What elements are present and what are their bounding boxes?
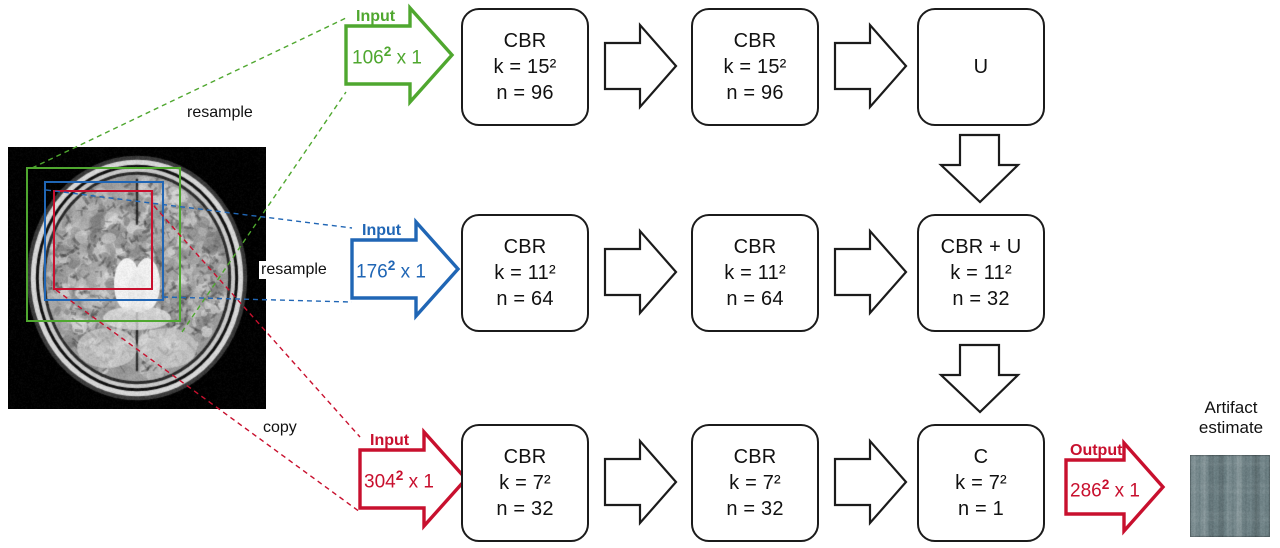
block-cbr-1-1[interactable]: CBR k = 15² n = 96	[461, 8, 589, 126]
block-line: k = 7²	[955, 470, 1007, 496]
block-line: CBR	[734, 28, 777, 54]
block-line: n = 1	[958, 496, 1004, 522]
block-line: U	[974, 54, 989, 80]
input-value-row3: 3042 x 1	[364, 468, 434, 493]
connector-label-resample-green: resample	[185, 104, 255, 122]
block-line: k = 11²	[494, 260, 556, 286]
artifact-title-line2: estimate	[1190, 418, 1272, 438]
block-line: n = 96	[496, 80, 553, 106]
artifact-estimate-patch	[1190, 455, 1270, 537]
block-cbru-2[interactable]: CBR + U k = 11² n = 32	[917, 214, 1045, 332]
block-line: CBR	[504, 234, 547, 260]
flow-arrow-r2-c2	[835, 231, 906, 313]
input-value-row1: 1062 x 1	[352, 44, 422, 69]
block-line: k = 15²	[493, 54, 556, 80]
mri-red-box	[53, 190, 153, 290]
connector-label-resample-blue: resample	[259, 261, 329, 279]
block-line: CBR	[504, 28, 547, 54]
brain-mri-input-image	[8, 147, 266, 409]
flow-arrow-v2	[941, 345, 1018, 412]
flow-arrow-r3-c1	[605, 441, 676, 523]
block-line: C	[974, 444, 989, 470]
artifact-estimate-title: Artifact estimate	[1190, 398, 1272, 438]
block-cbr-2-2[interactable]: CBR k = 11² n = 64	[691, 214, 819, 332]
block-line: k = 7²	[729, 470, 781, 496]
output-value: 2862 x 1	[1070, 477, 1140, 502]
input-label-row3: Input	[370, 432, 409, 450]
artifact-title-line1: Artifact	[1190, 398, 1272, 418]
block-line: n = 32	[952, 286, 1009, 312]
block-line: n = 96	[726, 80, 783, 106]
flow-arrow-r1-c1	[605, 25, 676, 107]
block-cbr-3-2[interactable]: CBR k = 7² n = 32	[691, 424, 819, 542]
input-value-row2: 1762 x 1	[356, 258, 426, 283]
block-line: n = 64	[726, 286, 783, 312]
block-u-1[interactable]: U	[917, 8, 1045, 126]
flow-arrow-v1	[941, 135, 1018, 202]
block-line: CBR	[734, 234, 777, 260]
flow-arrow-r3-c2	[835, 441, 906, 523]
flow-arrow-r2-c1	[605, 231, 676, 313]
output-label: Output	[1070, 442, 1122, 460]
input-label-row1: Input	[356, 8, 395, 26]
input-label-row2: Input	[362, 222, 401, 240]
block-cbr-2-1[interactable]: CBR k = 11² n = 64	[461, 214, 589, 332]
flow-arrow-r1-c2	[835, 25, 906, 107]
block-line: n = 32	[496, 496, 553, 522]
block-line: k = 7²	[499, 470, 551, 496]
block-line: k = 15²	[723, 54, 786, 80]
block-line: n = 32	[726, 496, 783, 522]
block-line: k = 11²	[950, 260, 1012, 286]
block-line: n = 64	[496, 286, 553, 312]
block-c-3[interactable]: C k = 7² n = 1	[917, 424, 1045, 542]
block-line: CBR	[734, 444, 777, 470]
block-line: CBR + U	[941, 234, 1022, 260]
block-line: CBR	[504, 444, 547, 470]
block-cbr-3-1[interactable]: CBR k = 7² n = 32	[461, 424, 589, 542]
connector-label-copy-red: copy	[261, 419, 299, 437]
block-line: k = 11²	[724, 260, 786, 286]
block-cbr-1-2[interactable]: CBR k = 15² n = 96	[691, 8, 819, 126]
